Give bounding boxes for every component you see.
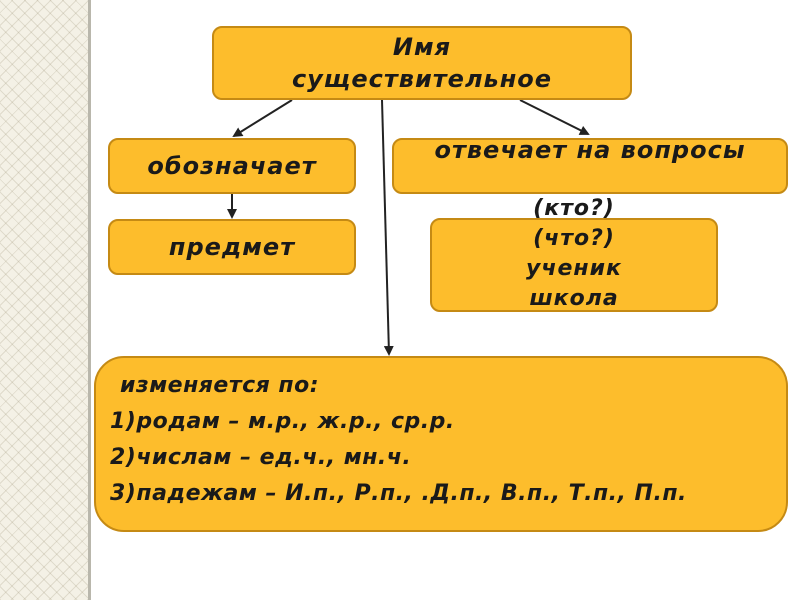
changes-item-number: 2)числам – ед.ч., мн.ч. [110,445,412,470]
denotes-label: обозначает [147,152,317,180]
arrow-to-denotes [232,99,293,138]
questions-box: (кто?) (что?) ученик школа [430,196,718,312]
example-school: школа [529,286,619,311]
root-concept-box: Имя существительное [212,26,632,100]
arrow-to-answers [519,99,590,135]
answers-label: отвечает на вопросы [434,136,746,164]
decorative-pattern-strip [0,0,88,600]
denotes-box: обозначает [108,138,356,194]
question-what: (что?) [533,226,615,251]
object-label: предмет [168,233,296,261]
changes-item-case: 3)падежам – И.п., Р.п., .Д.п., В.п., Т.п… [110,481,687,506]
example-student: ученик [526,256,622,281]
decorative-divider [88,0,91,600]
changes-box: изменяется по: 1)родам – м.р., ж.р., ср.… [94,356,788,532]
answers-box: отвечает на вопросы [392,136,788,194]
object-box: предмет [108,219,356,275]
changes-title: изменяется по: [120,373,320,398]
root-title-line2: существительное [291,65,553,93]
question-who: (кто?) [533,196,615,221]
arrow-to-changes [381,99,394,356]
root-title-line1: Имя [392,33,452,61]
changes-item-gender: 1)родам – м.р., ж.р., ср.р. [110,409,455,434]
